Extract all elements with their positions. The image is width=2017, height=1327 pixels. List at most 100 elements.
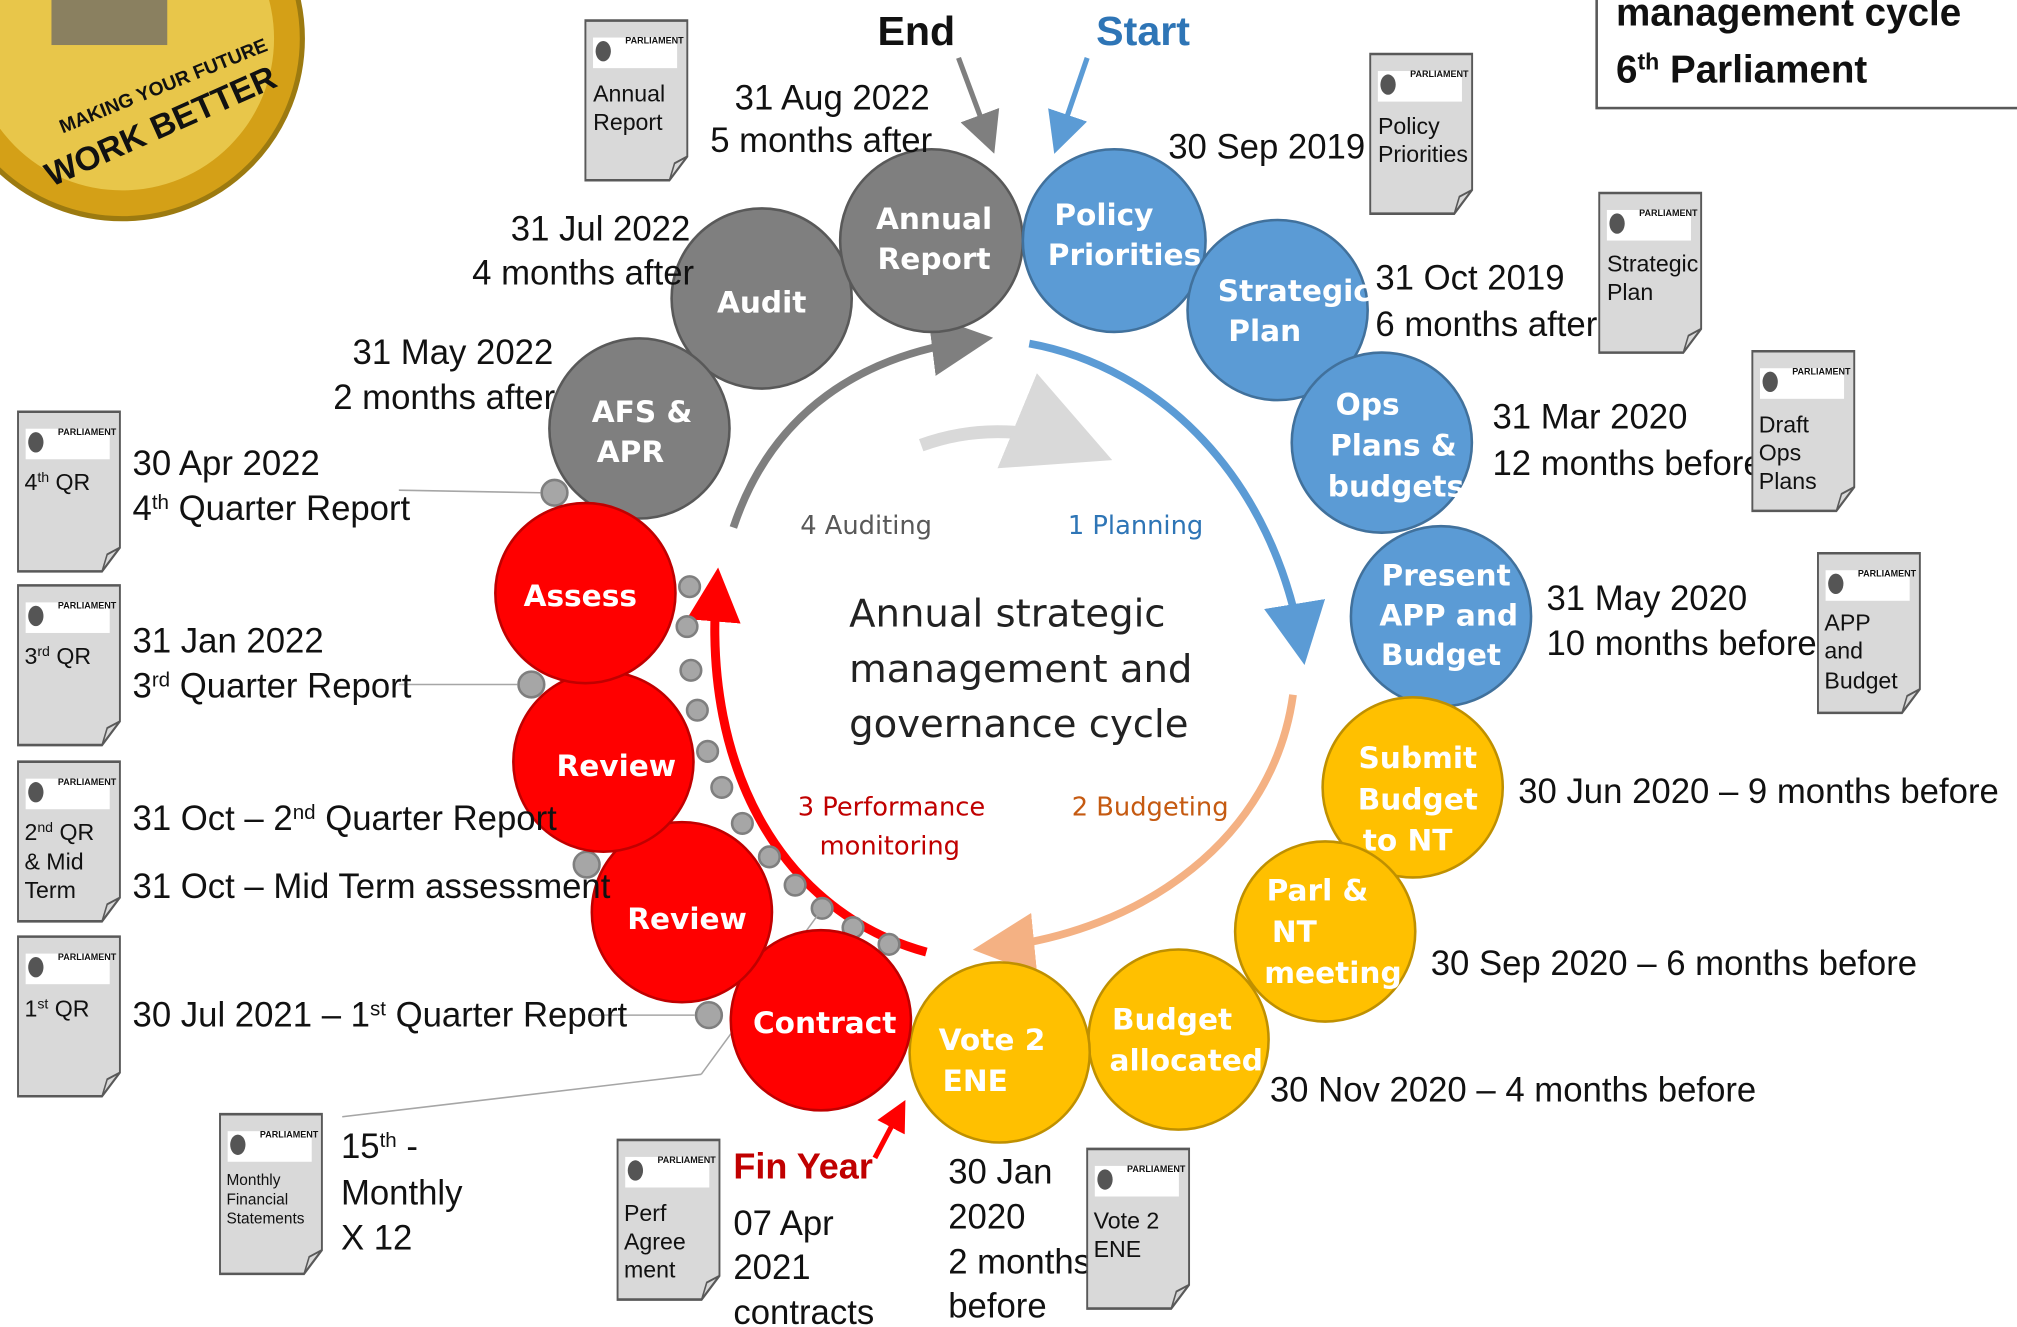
date-labels: 31 Aug 2022 5 months after 31 Jul 2022 4… <box>133 79 1999 1326</box>
circle-strategic-plan: Strategic Plan <box>1186 218 1371 402</box>
date-strategic-1: 31 Oct 2019 <box>1375 259 1564 297</box>
date-parl: 30 Sep 2020 – 6 months before <box>1431 945 1917 983</box>
svg-text:APP and: APP and <box>1379 598 1518 632</box>
svg-text:Present: Present <box>1382 558 1511 592</box>
doc-annual-report-header: PARLIAMENT <box>625 36 684 46</box>
date-strategic-2: 6 months after <box>1375 306 1597 344</box>
date-audit-2: 4 months after <box>472 254 694 292</box>
svg-text:Annual: Annual <box>876 202 992 236</box>
svg-text:meeting: meeting <box>1264 956 1401 990</box>
doc-draft-ops-header: PARLIAMENT <box>1792 366 1851 376</box>
doc-annual-report-text-1: Annual <box>593 81 665 107</box>
date-vote-4: before <box>948 1287 1046 1325</box>
planning-arrow <box>1028 339 1326 665</box>
doc-strategic-text-1: Strategic <box>1607 250 1698 276</box>
start-label: Start <box>1096 8 1190 54</box>
svg-text:Audit: Audit <box>717 286 806 320</box>
svg-text:Priorities: Priorities <box>1048 238 1201 272</box>
svg-text:allocated: allocated <box>1110 1043 1263 1077</box>
svg-text:Review: Review <box>627 902 747 936</box>
doc-monthly-text-1: Monthly <box>226 1172 280 1189</box>
date-vote-2: 2020 <box>948 1199 1025 1237</box>
doc-policy-text-1: Policy <box>1378 113 1440 139</box>
circle-assess: Assess <box>494 501 677 685</box>
center-line-2: management and <box>849 647 1192 692</box>
end-arrow <box>956 56 1000 154</box>
date-q1: 30 Jul 2021 – 1st Quarter Report <box>133 997 628 1035</box>
svg-text:APR: APR <box>597 435 665 469</box>
date-ops-1: 31 Mar 2020 <box>1492 398 1687 436</box>
date-monthly-2: Monthly <box>341 1174 463 1212</box>
date-ops-2: 12 months before <box>1492 445 1762 483</box>
performance-arrow <box>686 567 928 957</box>
date-vote-1: 30 Jan <box>948 1154 1052 1192</box>
center-line-3: governance cycle <box>849 702 1188 747</box>
circle-submit-budget: Submit Budget to NT <box>1321 696 1505 879</box>
doc-annual-report-text-2: Report <box>593 109 663 135</box>
svg-text:Contract: Contract <box>753 1006 896 1040</box>
svg-text:Assess: Assess <box>524 579 637 613</box>
doc-q2-header: PARLIAMENT <box>58 777 117 787</box>
svg-text:Policy: Policy <box>1054 198 1153 232</box>
svg-text:Budget: Budget <box>1358 782 1478 816</box>
circle-audit: Audit <box>670 207 854 390</box>
doc-perf-text-2: Agree <box>624 1228 686 1254</box>
svg-text:budgets: budgets <box>1328 470 1464 504</box>
monthly-dots <box>675 575 901 956</box>
circle-afs-apr: AFS & APR <box>548 337 731 520</box>
fin-year-label: Fin Year <box>733 1146 872 1187</box>
doc-q4-text: 4th QR <box>24 469 90 495</box>
date-afs-1: 31 May 2022 <box>353 334 554 372</box>
doc-draft-ops-text-3: Plans <box>1759 468 1817 494</box>
doc-perf-header: PARLIAMENT <box>657 1155 716 1165</box>
svg-text:NT: NT <box>1272 915 1318 949</box>
svg-text:Ops: Ops <box>1336 387 1400 421</box>
doc-q4-header: PARLIAMENT <box>58 427 117 437</box>
doc-q2-text-3: Term <box>24 877 75 903</box>
date-fin-2: 2021 <box>733 1249 810 1287</box>
doc-vote-text-1: Vote 2 <box>1094 1208 1160 1234</box>
svg-text:Budget: Budget <box>1381 638 1501 672</box>
svg-text:ENE: ENE <box>943 1064 1008 1098</box>
date-audit-1: 31 Jul 2022 <box>511 211 691 249</box>
end-label: End <box>877 8 955 54</box>
circle-review-1: Review <box>512 670 695 854</box>
date-monthly-3: X 12 <box>341 1219 412 1257</box>
date-annual-report-2: 5 months after <box>710 122 932 160</box>
date-annual-report-1: 31 Aug 2022 <box>735 79 930 117</box>
doc-strategic-text-2: Plan <box>1607 279 1653 305</box>
doc-q3-text: 3rd QR <box>24 643 91 669</box>
circle-vote-ene: Vote 2 ENE <box>908 961 1092 1144</box>
circle-parl-nt: Parl & NT meeting <box>1233 840 1417 1023</box>
doc-monthly-header: PARLIAMENT <box>260 1129 319 1139</box>
doc-vote-header: PARLIAMENT <box>1127 1164 1186 1174</box>
date-q3-1: 31 Jan 2022 <box>133 622 324 660</box>
budgeting-arrow <box>972 694 1297 975</box>
doc-q2-text-2: & Mid <box>24 849 83 875</box>
date-afs-2: 2 months after <box>333 379 555 417</box>
svg-text:AFS &: AFS & <box>592 395 693 429</box>
svg-text:Parl &: Parl & <box>1267 874 1369 908</box>
date-policy: 30 Sep 2019 <box>1168 128 1365 166</box>
doc-app-text-3: Budget <box>1824 667 1898 693</box>
circle-policy-priorities: Policy Priorities <box>1021 147 1207 334</box>
doc-app-header: PARLIAMENT <box>1858 568 1917 578</box>
title-box: management cycle 6th Parliament <box>1595 0 2017 110</box>
inner-light-arrow <box>919 373 1113 469</box>
date-mid: 31 Oct – Mid Term assessment <box>133 868 611 906</box>
date-allocated: 30 Nov 2020 – 4 months before <box>1270 1071 1756 1109</box>
date-present-1: 31 May 2020 <box>1546 580 1747 618</box>
doc-q3-header: PARLIAMENT <box>58 601 117 611</box>
logo-badge: MAKING YOUR FUTURE WORK BETTER <box>0 0 305 222</box>
doc-q1-text: 1st QR <box>24 995 89 1021</box>
date-submit: 30 Jun 2020 – 9 months before <box>1518 773 1999 811</box>
doc-draft-ops-text-2: Ops <box>1759 440 1801 466</box>
date-q2: 31 Oct – 2nd Quarter Report <box>133 800 558 838</box>
date-q4-2: 4th Quarter Report <box>133 490 411 528</box>
phase-budgeting: 2 Budgeting <box>1072 793 1229 823</box>
doc-strategic-header: PARLIAMENT <box>1639 208 1698 218</box>
phase-performance-2: monitoring <box>820 831 960 861</box>
doc-perf-text-1: Perf <box>624 1200 667 1226</box>
